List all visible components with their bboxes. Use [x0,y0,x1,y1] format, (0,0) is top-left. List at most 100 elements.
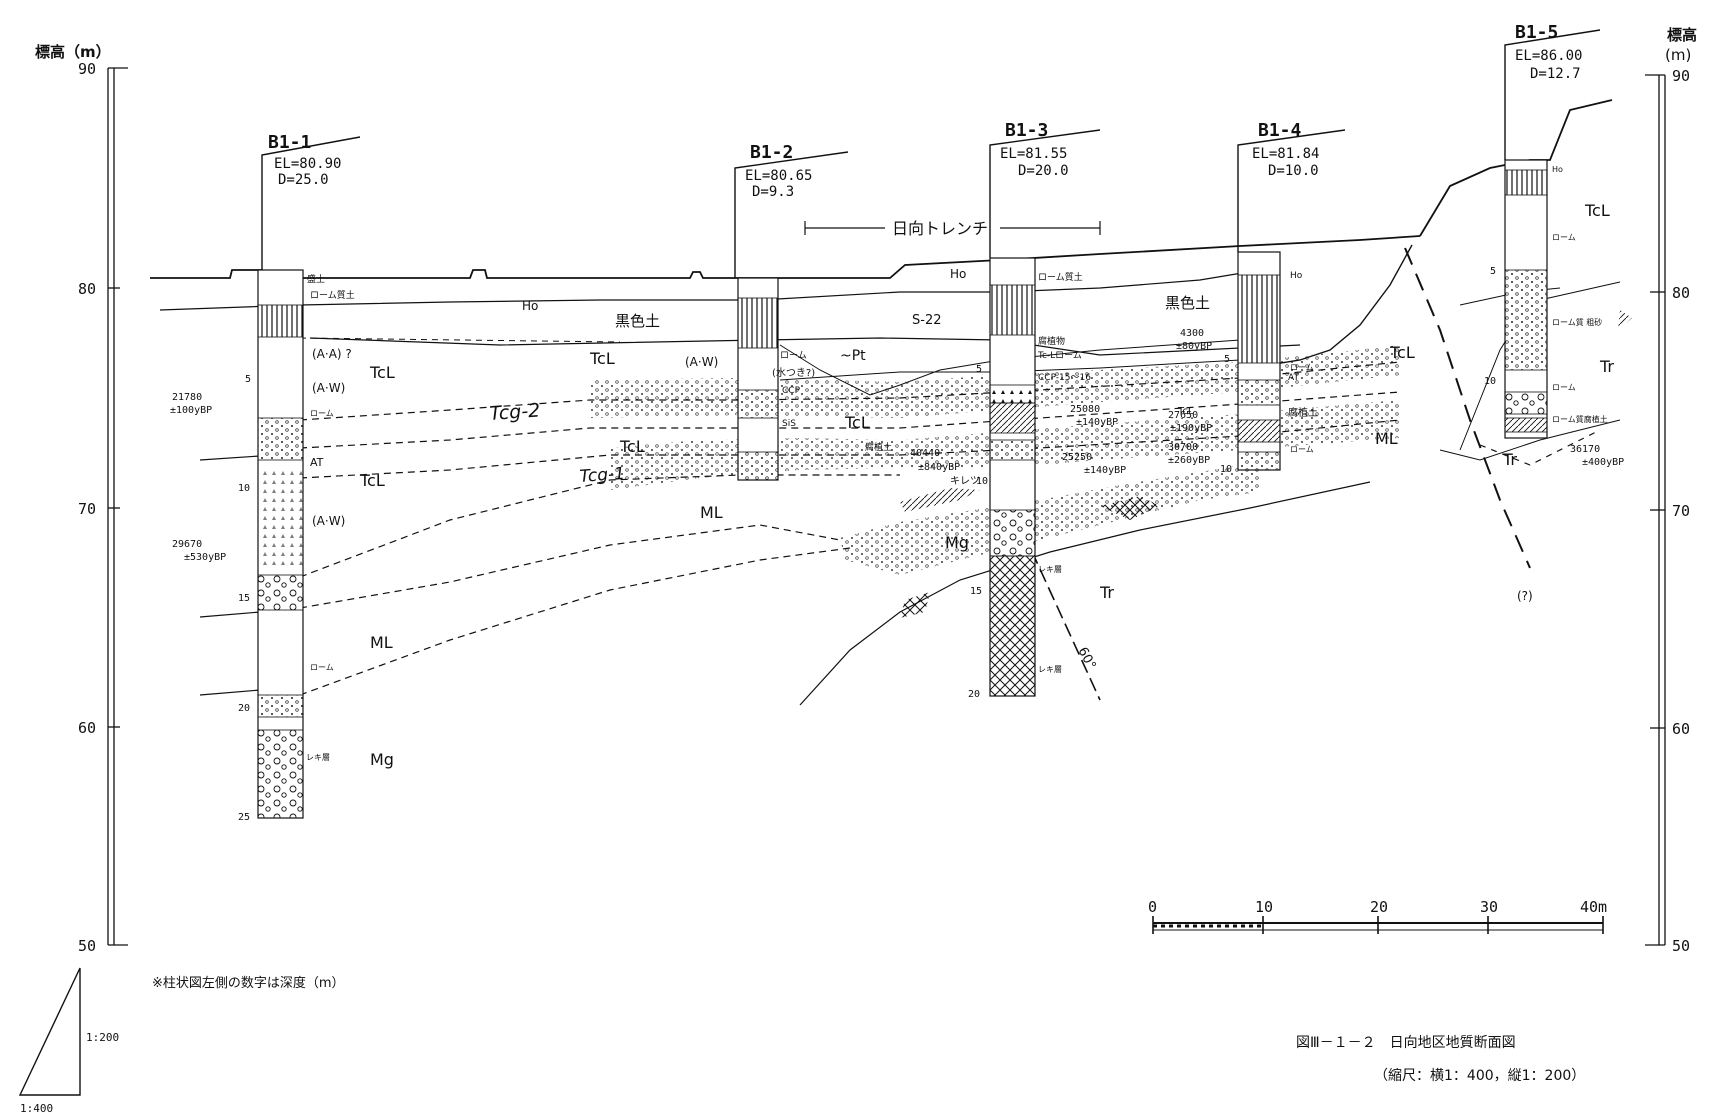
b1-3-depth: D=20.0 [1018,163,1069,179]
cross-lens-tr-2 [900,592,930,618]
label-mizutsuki: (水つき?) [772,367,815,379]
b1-5-depth-5: 5 [1490,266,1496,277]
scale-label-10: 10 [1255,898,1273,916]
cross-lens-tr [1100,496,1160,520]
date-4-err: ±140yBP [1076,417,1118,428]
date-7: 27650 [1168,410,1198,421]
label-ho-2: Ho [950,267,966,281]
b1-5-label-loam-humus: ローム質腐植土 [1552,414,1608,424]
scale-label-30: 30 [1480,898,1498,916]
date-2: 29670 [172,539,202,550]
b1-1-label-loam-clay: ローム質土 [310,289,355,301]
label-angle: 60° [1074,645,1098,672]
unit-boundaries [199,247,1621,706]
trench-marker: 日向トレンチ [804,219,1101,238]
scale-label-20: 20 [1370,898,1388,916]
trench-label: 日向トレンチ [892,219,988,238]
date-7-err: ±190yBP [1170,423,1212,434]
left-elevation-axis: 標高（m） 90 80 70 60 50 [35,43,128,955]
label-tcl-1: TcL [369,363,395,382]
b1-5-label-loam: ローム [1552,233,1576,242]
b1-1-id: B1-1 [268,132,311,153]
borehole-b1-2: B1-2 EL=80.65 D=9.3 CCP SiS ローム [734,142,849,481]
b1-3-el: EL=81.55 [1000,146,1067,162]
b1-3-label-kiretsu: キレツ [950,476,980,487]
b1-5-top [1504,169,1548,196]
label-tcl-2: TcL [359,471,385,490]
b1-2-label-ccp: CCP [782,386,801,396]
b1-3-depth-15: 15 [970,586,982,597]
label-tcl-6: TcL [1584,201,1610,220]
radiocarbon-dates: 21780 ±100yBP 29670 ±530yBP 40440 ±840yB… [170,328,1624,563]
scale-label-40: 40m [1580,898,1607,916]
b1-4-depth: D=10.0 [1268,163,1319,179]
b1-3-label-ccp1516: CCP-15～16 [1038,373,1091,383]
b1-4-el: EL=81.84 [1252,146,1319,162]
b1-2-tcg1 [737,451,779,481]
date-6: 4300 [1180,328,1204,339]
b1-5-sand [1504,269,1548,371]
date-8: 30700 [1168,442,1198,453]
date-9: 36170 [1570,444,1600,455]
b1-4-label-ho: Ho [1290,271,1303,281]
b1-3-label-loam-clay: ローム質土 [1038,271,1083,283]
date-8-err: ±260yBP [1168,455,1210,466]
b1-4-label-loam-2: ローム [1290,445,1314,454]
b1-1-depth-5: 5 [245,374,251,385]
b1-3-ccp [989,384,1036,404]
b1-3-mg [989,509,1036,557]
right-elevation-axis: 標高 (m) 90 80 70 60 50 [1645,26,1697,955]
label-pt: ~Pt [840,348,866,364]
b1-5-label-loam-sand: ローム質 粗砂 [1552,317,1602,327]
left-tick-80: 80 [78,280,96,298]
b1-5-depth-10: 10 [1484,376,1496,387]
label-tr-3: Tr [1502,450,1517,469]
b1-3-label-gravel-2: レキ層 [1038,665,1062,674]
label-ml-2: ML [700,503,723,522]
label-tr-2: Tr [1599,357,1614,376]
b1-1-gravel-3 [257,694,304,718]
ratio-triangle: 1:200 1:400 [18,967,119,1115]
b1-4-gravel-2 [1237,451,1281,471]
b1-3-depth-5: 5 [976,364,982,375]
label-mg-2: Mg [945,533,969,552]
b1-1-label-loam-2: ローム [310,663,334,672]
label-tr-1: Tr [1099,583,1114,602]
b1-2-label-sis: SiS [782,419,796,429]
label-tcl-5: TcL [844,413,870,432]
right-tick-50: 50 [1672,937,1690,955]
b1-1-depth-25: 25 [238,812,250,823]
b1-5-el: EL=86.00 [1515,48,1582,64]
b1-1-black-soil [257,304,304,338]
b1-4-label-humus: 腐植土 [1288,406,1318,419]
b1-4-hatch [1237,419,1281,443]
b1-4-label-loam: ローム [1290,363,1314,372]
b1-4-id: B1-4 [1258,120,1302,141]
left-tick-70: 70 [78,500,96,518]
b1-3-label-fushoku: 腐植物 [1038,335,1065,347]
label-tcl-4: TcL [619,437,645,456]
right-axis-unit: (m) [1665,46,1691,64]
date-4: 25080 [1070,404,1100,415]
b1-3-label-gravel: レキ層 [1038,565,1062,574]
ratio-vertical: 1:200 [86,1031,119,1044]
b1-1-gravel-2 [257,574,304,611]
label-ml-3: ML [1375,429,1398,448]
b1-3-tr [989,555,1036,697]
b1-2-black-soil [737,297,779,349]
b1-2-id: B1-2 [750,142,793,163]
date-1: 21780 [172,392,202,403]
b1-2-tcg2 [737,389,779,419]
hatched-lens-a [900,488,980,512]
b1-1-depth-15: 15 [238,593,250,604]
b1-5-label-ho: Ho [1552,165,1563,174]
label-tcg2: Tcg-2 [489,400,541,425]
date-9-err: ±400yBP [1582,457,1624,468]
scale-label-0: 0 [1148,898,1157,916]
b1-1-mg-gravel [257,729,304,819]
b1-5-gravel [1504,391,1548,415]
b1-3-black-soil [989,284,1036,336]
hatched-lens-right [1618,310,1632,330]
b1-3-hatch [989,402,1036,434]
